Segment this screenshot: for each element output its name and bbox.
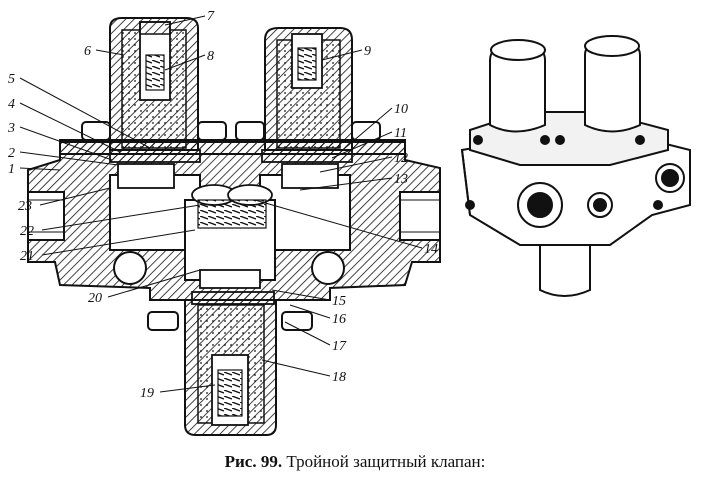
- external-view: [460, 35, 691, 297]
- callout-3: 3: [7, 121, 15, 136]
- callout-20: 20: [88, 291, 102, 306]
- callout-11: 11: [394, 126, 407, 141]
- callout-2: 2: [8, 146, 15, 161]
- cross-section-view: 1 2 3 4 5 6 7 8 9 10 11 12 13 14 15 16 1…: [7, 9, 441, 436]
- figure-caption: Рис. 99. Тройной защитный клапан:: [0, 452, 710, 472]
- callout-14: 14: [424, 242, 438, 257]
- callout-23: 23: [18, 199, 32, 214]
- callout-18: 18: [332, 370, 346, 385]
- callout-7: 7: [207, 9, 215, 24]
- callout-4: 4: [8, 97, 15, 112]
- callout-1: 1: [8, 162, 15, 177]
- callout-6: 6: [84, 44, 91, 59]
- callout-21: 21: [20, 249, 34, 264]
- callout-8: 8: [207, 49, 214, 64]
- callout-labels: 1 2 3 4 5 6 7 8 9 10 11 12 13 14 15 16 1…: [7, 9, 438, 401]
- callout-15: 15: [332, 294, 346, 309]
- callout-19: 19: [140, 386, 154, 401]
- leader-lines: [19, 15, 423, 393]
- caption-title: Тройной защитный клапан:: [286, 452, 486, 471]
- callout-16: 16: [332, 312, 346, 327]
- callout-10: 10: [394, 102, 408, 117]
- callout-13: 13: [394, 172, 408, 187]
- callout-17: 17: [332, 339, 347, 354]
- callout-9: 9: [364, 44, 371, 59]
- caption-figure-number: Рис. 99.: [224, 452, 283, 471]
- callout-22: 22: [20, 224, 34, 239]
- callout-12: 12: [394, 151, 408, 166]
- callout-5: 5: [8, 72, 15, 87]
